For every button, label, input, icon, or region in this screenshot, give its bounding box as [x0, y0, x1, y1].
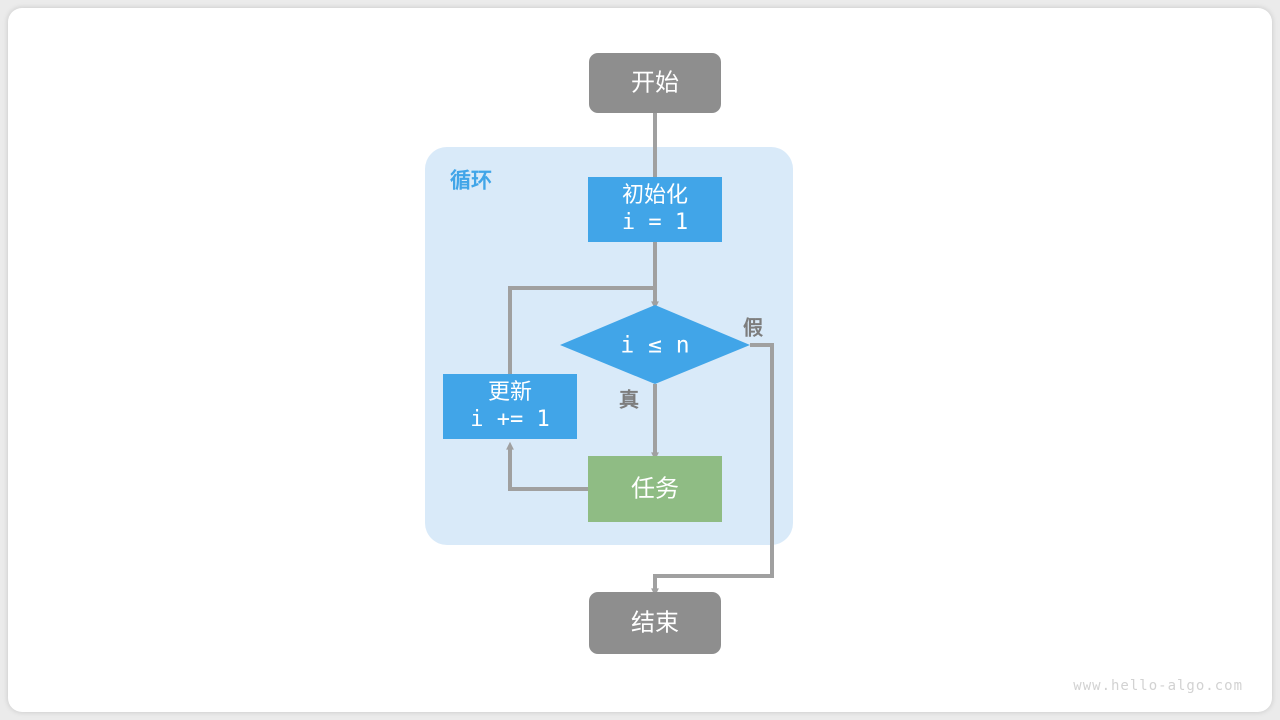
- node-end[interactable]: 结束: [589, 592, 721, 654]
- node-update-label: 更新: [488, 379, 532, 404]
- edge-cond-to-end: [651, 343, 774, 597]
- node-init[interactable]: 初始化 i = 1: [588, 177, 722, 242]
- node-start[interactable]: 开始: [589, 53, 721, 113]
- node-start-label: 开始: [631, 69, 679, 96]
- edge-label-true: 真: [619, 387, 639, 411]
- loop-group-label: 循环: [450, 169, 492, 193]
- node-task[interactable]: 任务: [588, 456, 722, 522]
- node-condition[interactable]: i ≤ n: [560, 305, 750, 384]
- watermark-url: www.hello-algo.com: [1073, 678, 1243, 694]
- node-end-label: 结束: [631, 609, 679, 636]
- edge-task-to-update: [506, 441, 588, 491]
- node-update[interactable]: 更新 i += 1: [443, 374, 577, 439]
- node-init-expr: i = 1: [622, 210, 688, 235]
- node-task-label: 任务: [631, 475, 679, 502]
- edge-update-to-cond: [508, 286, 657, 374]
- node-init-label: 初始化: [622, 182, 688, 207]
- node-condition-label: i ≤ n: [620, 333, 689, 359]
- node-update-expr: i += 1: [470, 407, 549, 432]
- edge-label-false: 假: [743, 315, 764, 339]
